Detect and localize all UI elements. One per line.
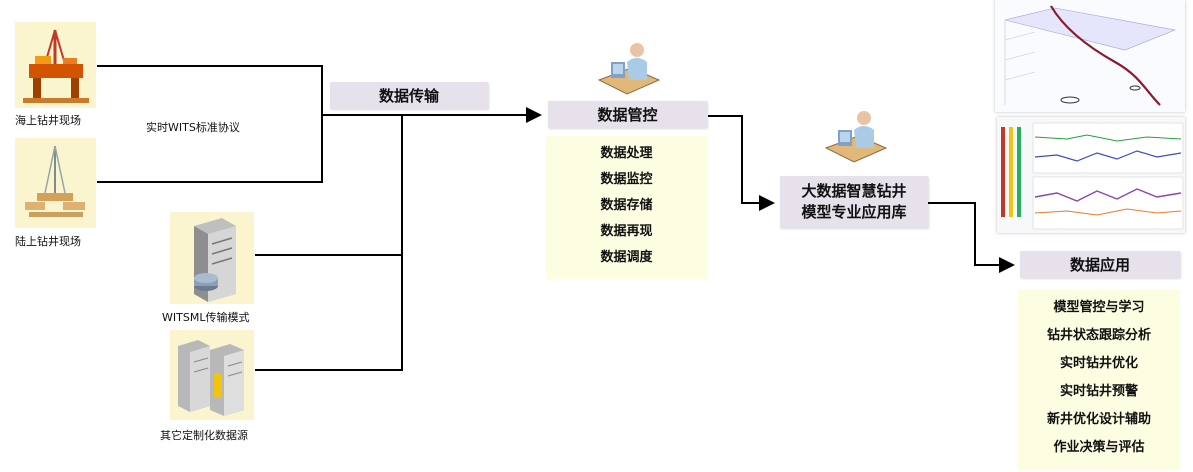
manage-to-library-arrow [708,115,775,211]
offshore-rig-image [15,22,96,108]
management-item: 数据处理 [600,146,653,161]
trajectory-plot-image [1004,5,1177,106]
custom-source-line [255,255,403,371]
application-item: 新井优化设计辅助 [1046,412,1151,427]
3d-trajectory-screenshot [995,0,1185,112]
server-icon [194,218,236,302]
data-transfer-header: 数据传输 [330,82,488,109]
model-library-line1: 大数据智慧钻井 [801,182,907,200]
data-application-panel: 模型管控与学习 钻井状态跟踪分析 实时钻井优化 实时钻井预警 新井优化设计辅助 … [1018,290,1180,470]
application-item: 作业决策与评估 [1053,440,1145,455]
management-item: 数据调度 [600,250,653,265]
realtime-logs-screenshot [997,117,1185,233]
custom-source-label: 其它定制化数据源 [160,429,248,442]
onshore-rig-icon [25,145,85,217]
witsml-line [255,115,403,256]
drilling-curves-image [997,117,1185,233]
offshore-rig-icon [23,29,89,103]
onshore-label: 陆上钻井现场 [15,235,81,248]
application-item: 实时钻井预警 [1059,384,1138,399]
management-item: 数据存储 [600,198,653,213]
data-management-header: 数据管控 [548,101,707,128]
analyst-user-image [822,108,888,166]
application-item: 实时钻井优化 [1059,356,1138,371]
wits-protocol-label: 实时WITS标准协议 [146,121,240,134]
user-at-computer-icon [597,43,661,95]
application-item: 钻井状态跟踪分析 [1046,328,1151,343]
model-library-header: 大数据智慧钻井 模型专业应用库 [780,176,928,228]
server-rack-icon [178,340,244,416]
management-item: 数据再现 [600,224,653,239]
application-item: 模型管控与学习 [1053,300,1145,315]
management-item: 数据监控 [600,172,653,187]
library-to-app-arrow [928,202,1015,273]
user-at-computer-icon [824,111,888,163]
witsml-server-image [170,212,254,304]
model-library-line2: 模型专业应用库 [801,203,907,221]
onshore-rig-image [15,138,96,228]
data-application-header: 数据应用 [1020,251,1180,278]
field-bracket-line [97,65,323,183]
manager-user-image [595,40,661,98]
custom-source-image [170,330,254,420]
witsml-label: WITSML传输模式 [162,311,250,324]
data-management-panel: 数据处理 数据监控 数据存储 数据再现 数据调度 [546,136,707,279]
offshore-label: 海上钻井现场 [15,114,81,127]
